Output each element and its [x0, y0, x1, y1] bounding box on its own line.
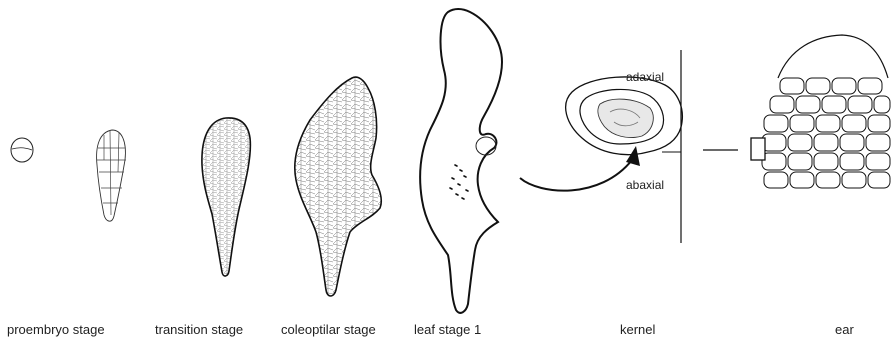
- leaf-stage-1-drawing: [420, 9, 502, 313]
- transition-stage-drawing: [202, 118, 250, 276]
- coleoptilar-stage-label: coleoptilar stage: [281, 322, 376, 337]
- proembryo-drawing: [97, 130, 126, 221]
- kernel-label: kernel: [620, 322, 655, 337]
- ear-label: ear: [835, 322, 854, 337]
- adaxial-label: adaxial: [626, 70, 664, 84]
- ear-drawing: [751, 35, 890, 188]
- abaxial-label: abaxial: [626, 178, 664, 192]
- transition-stage-label: transition stage: [155, 322, 243, 337]
- proembryo-stage-label: proembryo stage: [7, 322, 105, 337]
- zygote-drawing: [11, 138, 33, 162]
- coleoptilar-stage-drawing: [295, 77, 382, 296]
- leaf-stage-1-label: leaf stage 1: [414, 322, 481, 337]
